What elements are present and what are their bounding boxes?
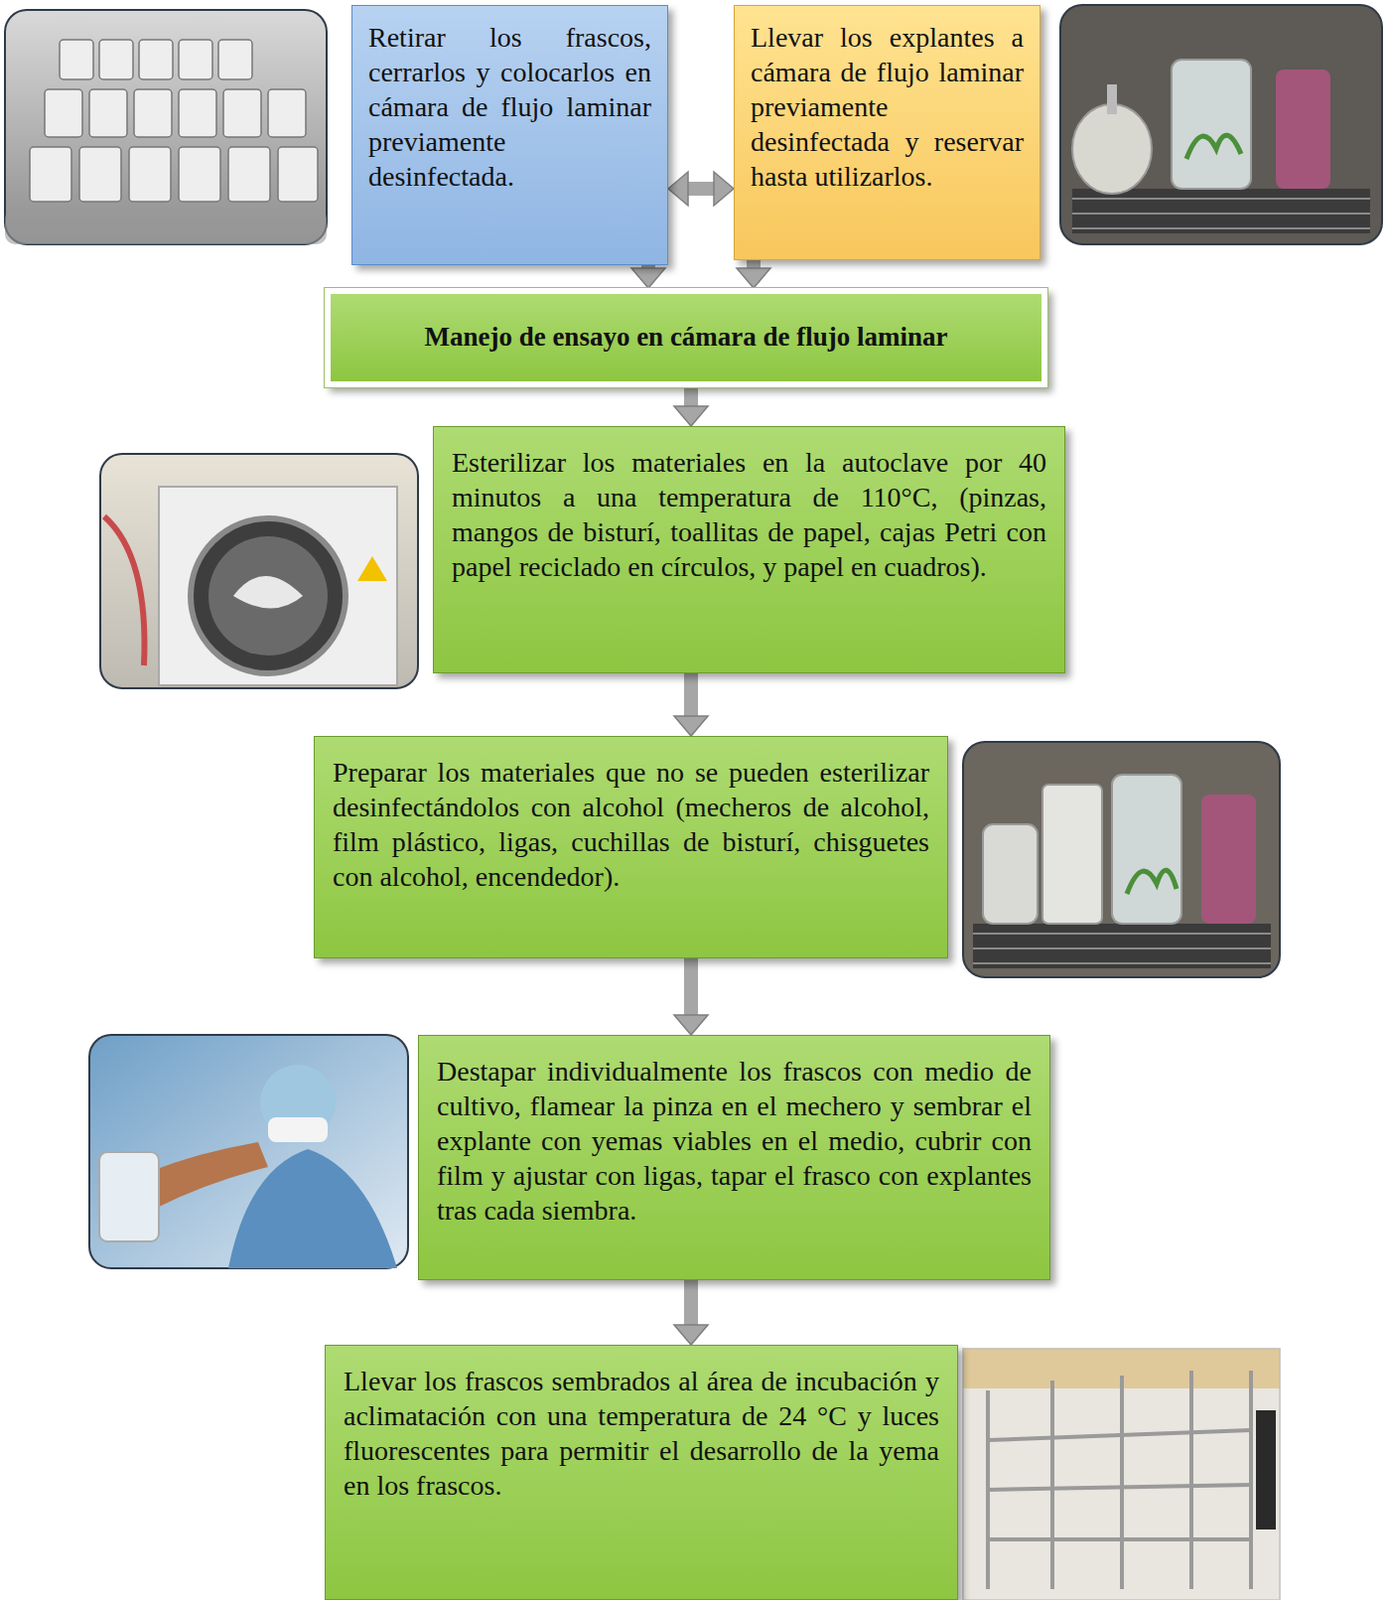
shelves-photo (963, 1348, 1280, 1600)
arrow-head (674, 1014, 708, 1035)
block-arrow (668, 171, 734, 206)
block-arrow (736, 260, 771, 288)
arrow-shaft (684, 387, 698, 408)
box-text: Retirar los frascos, cerrarlos y colocar… (368, 19, 652, 194)
box-text: Esterilizar los materiales en la autocla… (451, 444, 1047, 584)
process-box: Llevar los frascos sembrados al área de … (324, 1344, 959, 1600)
arrow-shaft (684, 1279, 698, 1326)
block-arrow (674, 673, 708, 736)
process-box: Destapar individualmente los frascos con… (417, 1034, 1051, 1280)
arrow-head (631, 268, 666, 288)
block-arrow (674, 958, 708, 1035)
materials-photo (963, 741, 1280, 977)
block-arrow (631, 265, 666, 288)
autoclave-photo (100, 453, 418, 689)
jars-photo (4, 9, 327, 245)
process-box: Esterilizar los materiales en la autocla… (432, 425, 1066, 674)
arrow-head (736, 268, 771, 288)
arrow-head (674, 406, 708, 426)
arrow-head (668, 171, 689, 206)
arrow-head (713, 171, 734, 206)
box-text: Preparar los materiales que no se pueden… (332, 754, 930, 894)
technician-photo (89, 1034, 409, 1268)
process-box: Retirar los frascos, cerrarlos y colocar… (351, 4, 669, 266)
box-text: Destapar individualmente los frascos con… (436, 1053, 1032, 1228)
box-text: Manejo de ensayo en cámara de flujo lami… (423, 320, 948, 355)
explants-photo (1060, 4, 1383, 245)
arrow-shaft (684, 673, 698, 717)
arrow-shaft (687, 181, 715, 196)
process-box: Llevar los explantes a cámara de flujo l… (733, 4, 1041, 261)
box-text: Llevar los frascos sembrados al área de … (343, 1363, 940, 1503)
arrow-head (674, 715, 708, 736)
block-arrow (674, 1279, 708, 1345)
process-box: Preparar los materiales que no se pueden… (313, 735, 949, 959)
block-arrow (674, 387, 708, 426)
title-box: Manejo de ensayo en cámara de flujo lami… (324, 287, 1048, 388)
arrow-head (674, 1324, 708, 1345)
box-text: Llevar los explantes a cámara de flujo l… (750, 19, 1024, 194)
arrow-shaft (684, 958, 698, 1016)
